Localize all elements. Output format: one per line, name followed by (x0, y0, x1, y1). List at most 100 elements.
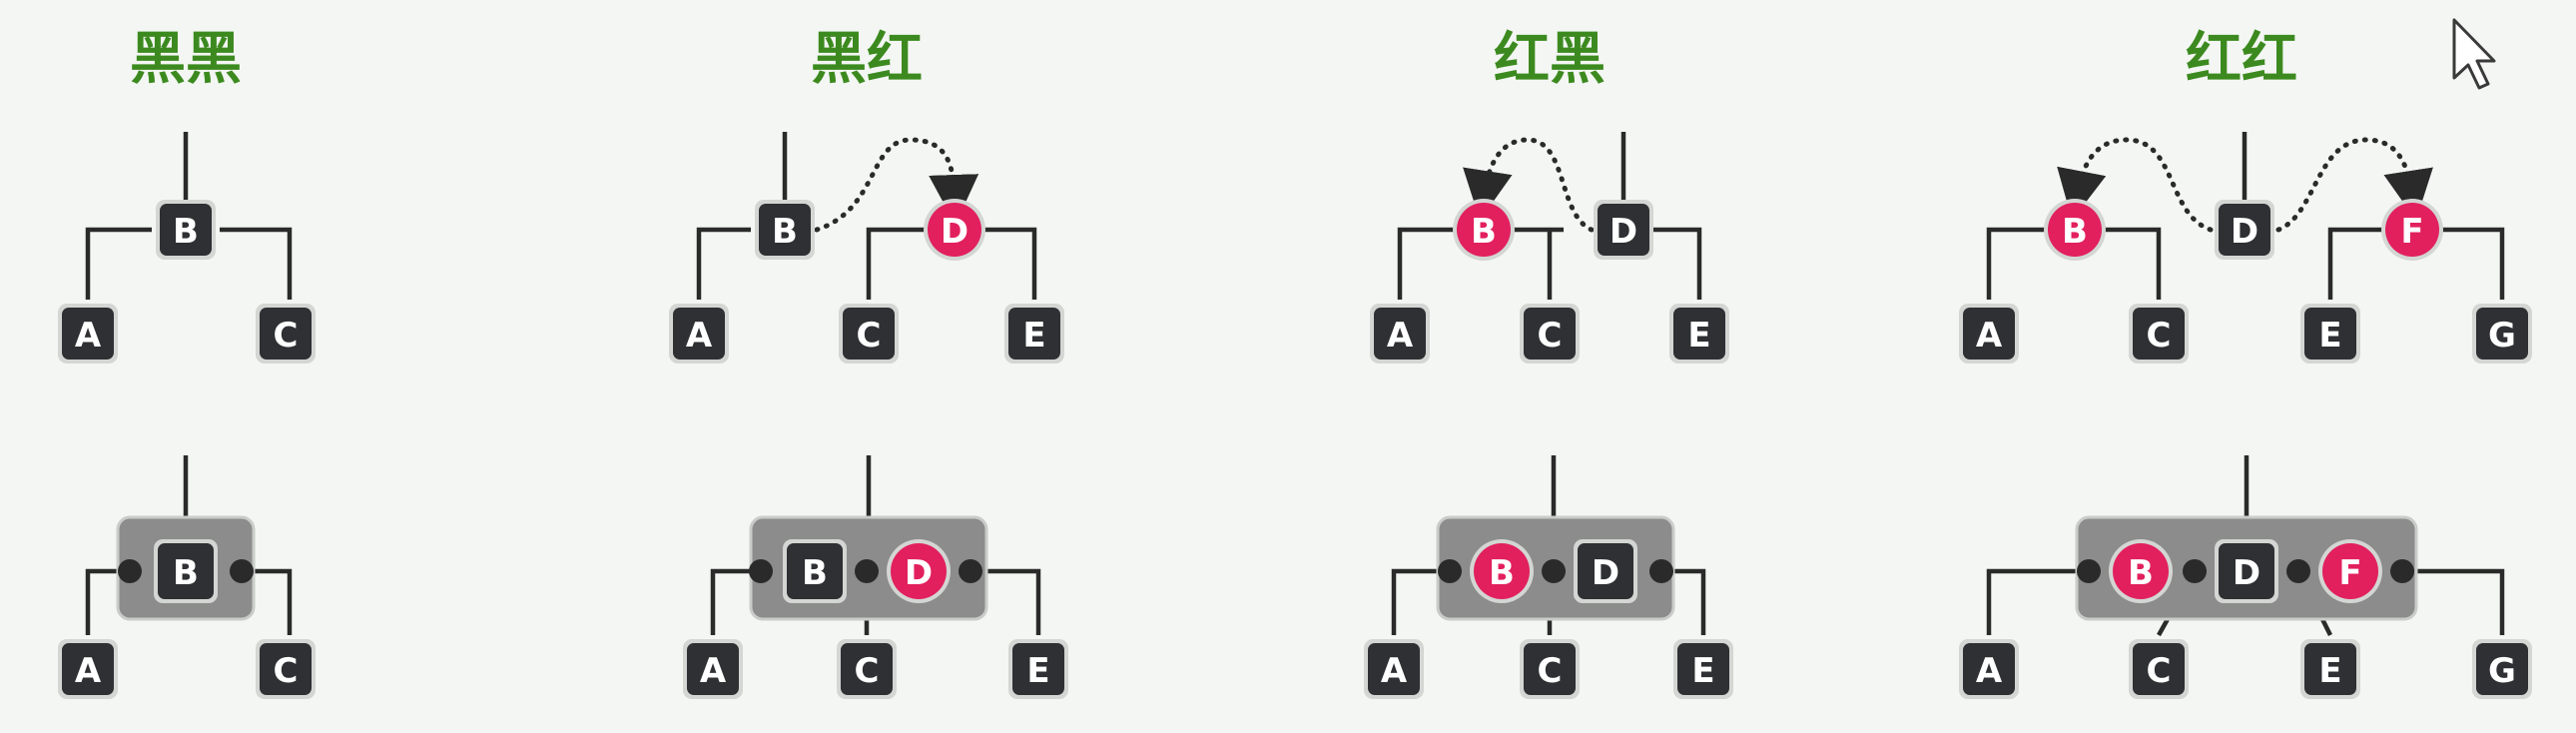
node-d: D (924, 199, 985, 261)
svg-text:B: B (2062, 212, 2088, 252)
svg-text:A: A (686, 316, 713, 356)
svg-text:C: C (2147, 316, 2172, 356)
node-c: C (839, 304, 899, 364)
child-pointer-dot (2077, 559, 2101, 583)
node-e: E (2300, 639, 2360, 699)
svg-text:A: A (1387, 316, 1414, 356)
rotation-arrow-left (2057, 137, 2214, 233)
svg-text:C: C (857, 316, 882, 356)
node-c: C (256, 304, 316, 364)
svg-text:C: C (274, 651, 299, 691)
node-e: E (2300, 304, 2360, 364)
node-b: B (1470, 539, 1534, 603)
node-b: B (2044, 199, 2106, 261)
node-a: A (1959, 304, 2019, 364)
svg-text:A: A (1976, 316, 2003, 356)
node-e: E (1669, 304, 1729, 364)
btree-rb-bottom: B D A C E (1364, 455, 1733, 699)
node-e: E (1673, 639, 1733, 699)
svg-text:D: D (1610, 212, 1637, 252)
svg-text:E: E (1691, 651, 1714, 691)
node-e: E (1004, 304, 1064, 364)
svg-text:F: F (2400, 212, 2423, 252)
svg-text:A: A (1976, 651, 2003, 691)
svg-text:D: D (905, 553, 933, 593)
column-title-rb: 红黑 (1494, 27, 1606, 92)
svg-text:G: G (2488, 316, 2516, 356)
svg-text:F: F (2338, 553, 2361, 593)
child-pointer-dot (959, 559, 982, 583)
node-b: B (2109, 539, 2173, 603)
tree-br-top: B D A C E (669, 132, 1064, 364)
svg-text:B: B (173, 553, 199, 593)
rotation-arrow (814, 137, 979, 233)
node-b: B (156, 200, 216, 260)
child-pointer-dot (1649, 559, 1673, 583)
svg-text:C: C (855, 651, 880, 691)
svg-text:C: C (1538, 316, 1563, 356)
tree-bb-top: B A C (58, 132, 316, 364)
svg-text:B: B (1489, 553, 1515, 593)
node-b: B (154, 539, 218, 603)
node-d: D (1594, 200, 1653, 260)
node-b: B (783, 539, 847, 603)
tree-rr-top: D B F A C E G (1959, 132, 2532, 364)
btree-rr-bottom: B D F A C E G (1959, 455, 2532, 699)
svg-text:E: E (1687, 316, 1710, 356)
svg-text:A: A (75, 316, 102, 356)
child-pointer-dot (1438, 559, 1462, 583)
btree-br-bottom: B D A C E (683, 455, 1068, 699)
child-pointer-dot (2286, 559, 2310, 583)
svg-text:D: D (2231, 212, 2258, 252)
node-a: A (58, 304, 118, 364)
svg-text:D: D (1592, 553, 1619, 593)
btree-bb-bottom: B A C (58, 455, 316, 699)
svg-text:A: A (1381, 651, 1408, 691)
node-a: A (1364, 639, 1424, 699)
node-c: C (2129, 304, 2189, 364)
tree-rb-top: D B A C E (1370, 132, 1729, 364)
svg-text:E: E (1022, 316, 1045, 356)
node-b: B (755, 200, 815, 260)
node-e: E (1008, 639, 1068, 699)
child-pointer-dot (118, 559, 142, 583)
svg-text:D: D (2233, 553, 2260, 593)
node-f: F (2381, 199, 2443, 261)
node-c: C (2129, 639, 2189, 699)
column-title-br: 黑红 (811, 27, 923, 92)
node-f: F (2318, 539, 2382, 603)
svg-text:C: C (1538, 651, 1563, 691)
child-pointer-dot (749, 559, 773, 583)
svg-text:B: B (802, 553, 828, 593)
svg-text:E: E (2318, 651, 2341, 691)
child-pointer-dot (230, 559, 254, 583)
svg-text:B: B (173, 212, 199, 252)
child-pointer-dot (2390, 559, 2414, 583)
node-a: A (1959, 639, 2019, 699)
node-c: C (837, 639, 897, 699)
node-a: A (683, 639, 743, 699)
child-pointer-dot (1542, 559, 1566, 583)
node-g: G (2472, 639, 2532, 699)
node-b: B (1453, 199, 1515, 261)
svg-text:C: C (274, 316, 299, 356)
node-d: D (2215, 200, 2274, 260)
svg-text:A: A (700, 651, 727, 691)
node-a: A (669, 304, 729, 364)
node-d: D (2215, 539, 2278, 603)
svg-text:E: E (2318, 316, 2341, 356)
node-d: D (1574, 539, 1637, 603)
child-pointer-dot (2183, 559, 2207, 583)
svg-text:B: B (2128, 553, 2154, 593)
node-g: G (2472, 304, 2532, 364)
node-c: C (256, 639, 316, 699)
node-a: A (1370, 304, 1430, 364)
svg-text:D: D (941, 212, 968, 252)
node-c: C (1520, 639, 1580, 699)
column-title-rr: 红红 (2186, 27, 2297, 92)
rotation-arrow (1463, 137, 1595, 233)
svg-text:A: A (75, 651, 102, 691)
node-a: A (58, 639, 118, 699)
svg-text:E: E (1026, 651, 1049, 691)
